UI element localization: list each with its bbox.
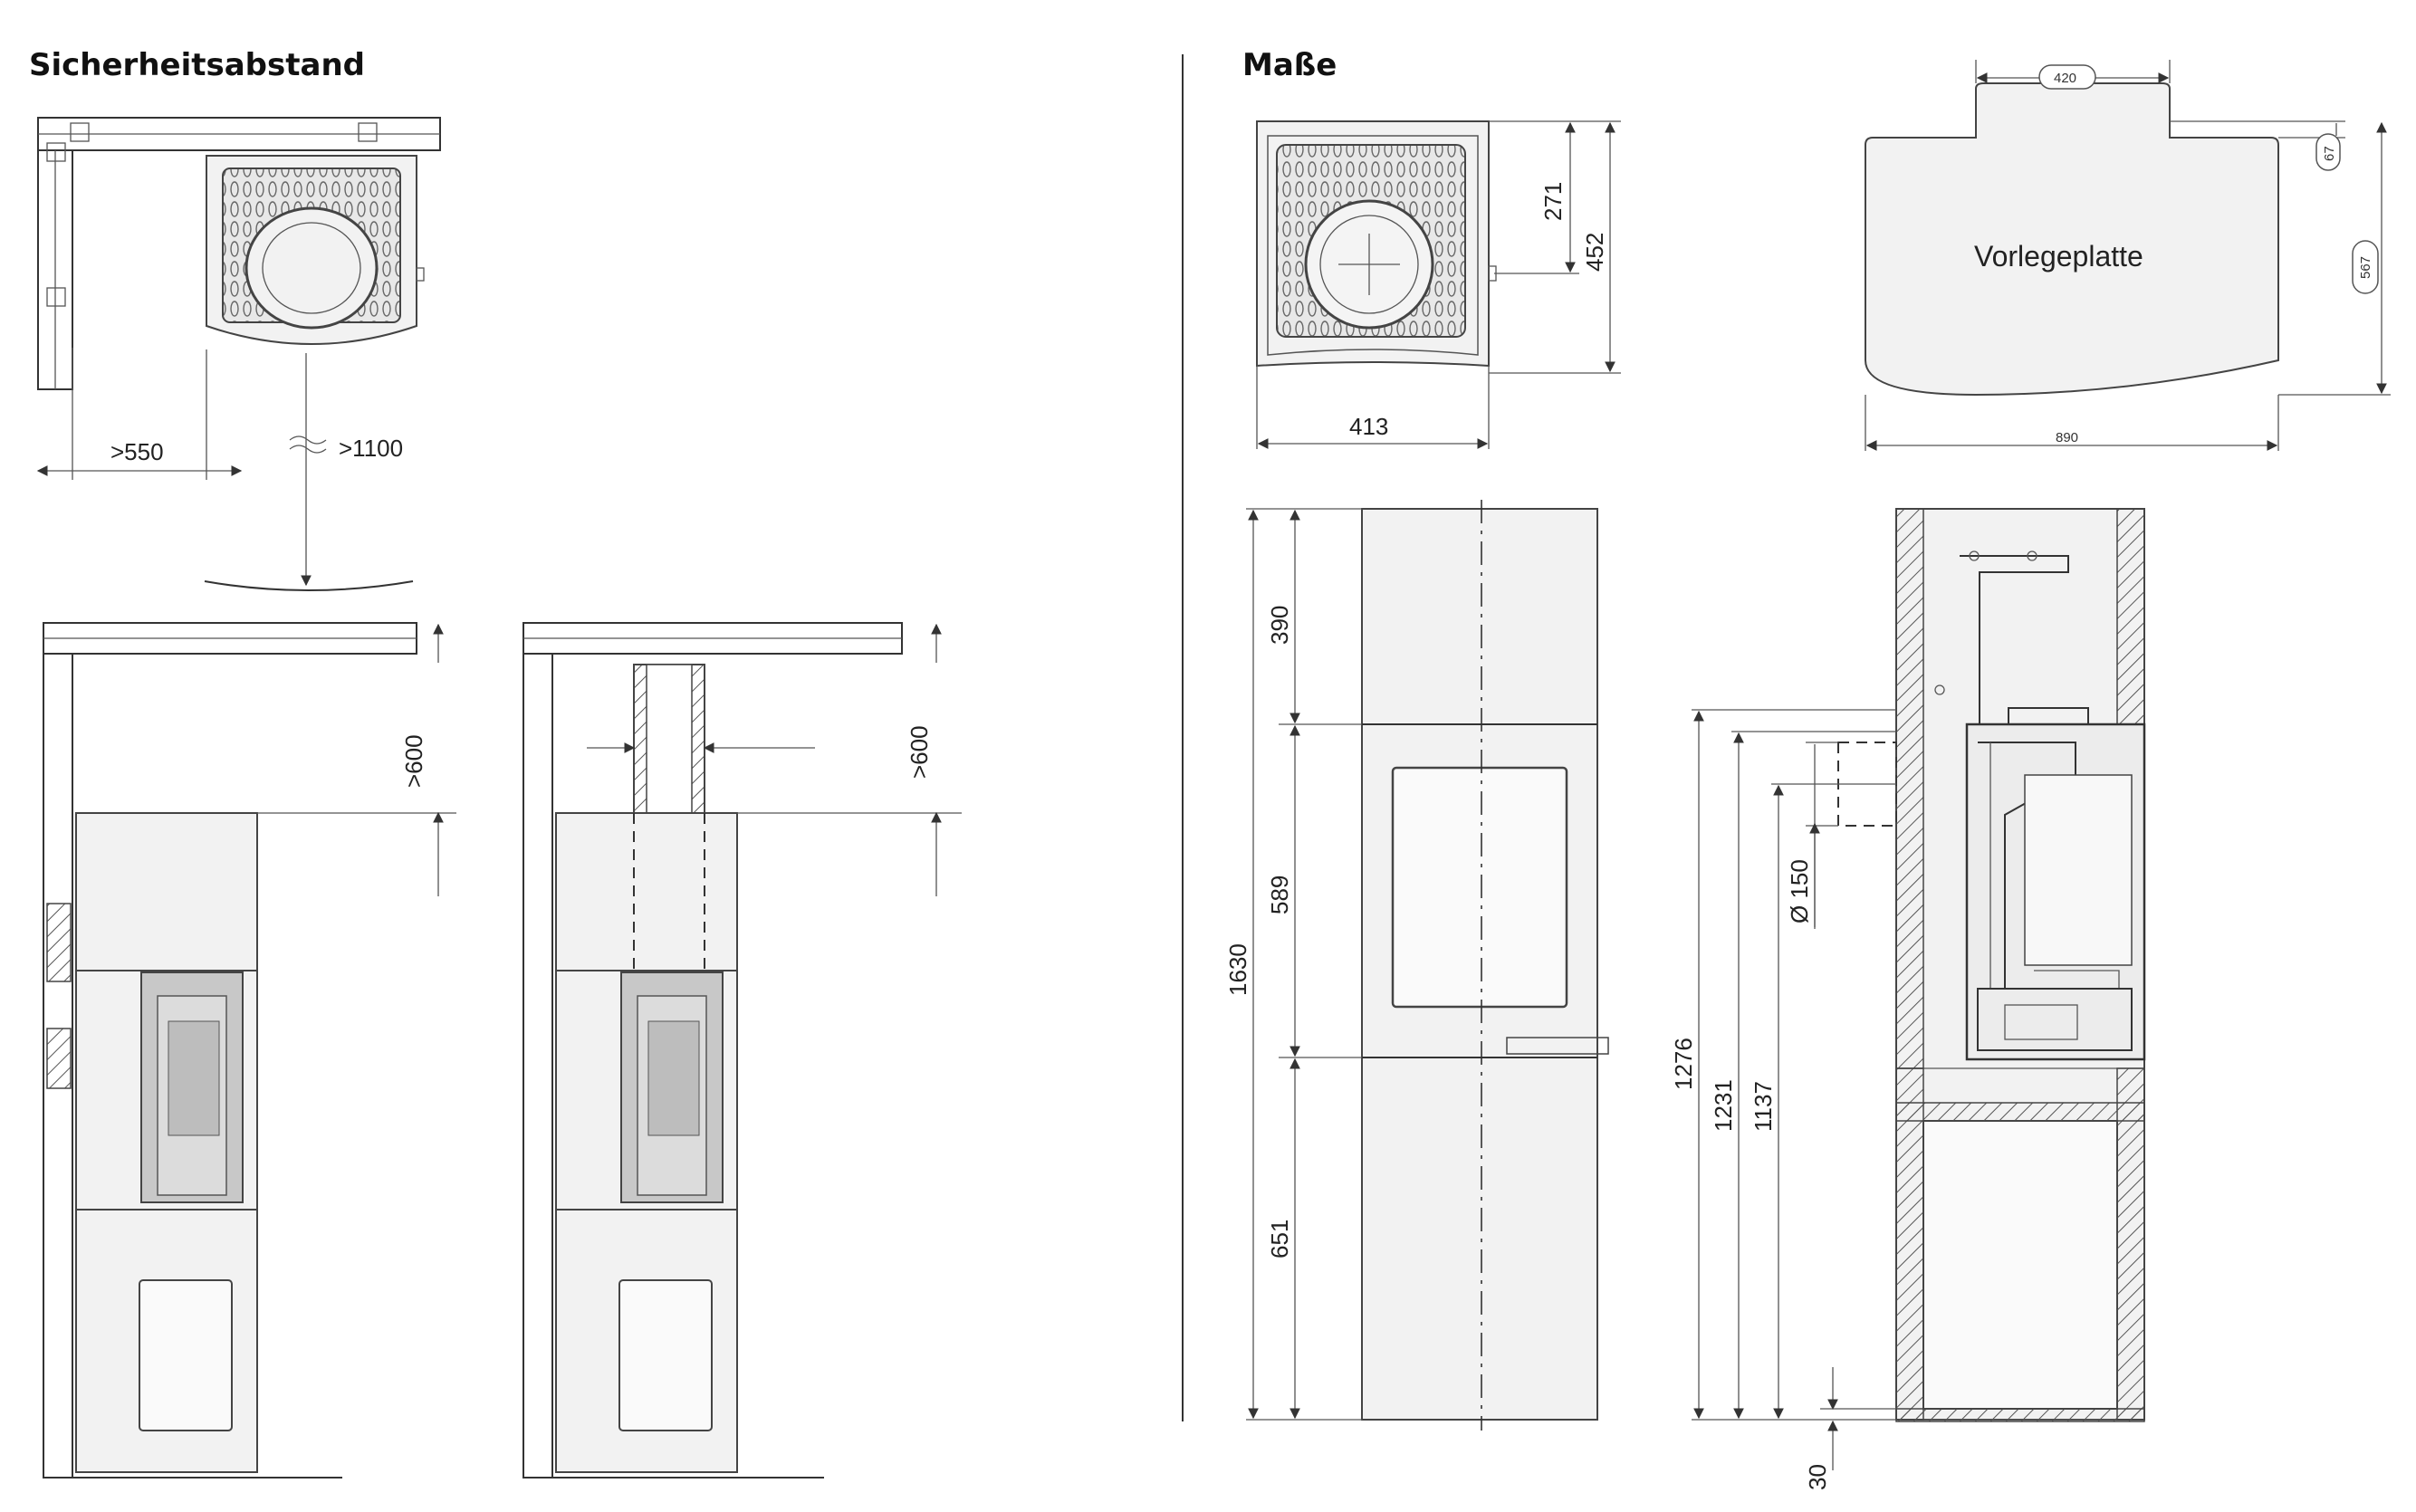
total-height-label: 1630: [1224, 943, 1251, 996]
front-elevation: 1630 390 589 651: [1224, 500, 1609, 1431]
safety-front-view-b: >600: [523, 622, 962, 1479]
flue-diameter-label: Ø 150: [1786, 859, 1813, 923]
top-section-label: 390: [1266, 606, 1293, 645]
width-label: 413: [1349, 413, 1388, 440]
side-clearance-label: >550: [110, 438, 164, 465]
safety-front-view-a: >600: [43, 622, 456, 1479]
base-height-label: 30: [1804, 1464, 1831, 1490]
middle-section-label: 589: [1266, 876, 1293, 914]
dimensions-title: Maße: [1242, 47, 1337, 83]
depth-label: 452: [1581, 233, 1608, 272]
section-view: 1276 1231 1137 Ø 150 30: [1670, 508, 2146, 1490]
bottom-section-label: 651: [1266, 1220, 1293, 1258]
floor-plate-label: Vorlegeplatte: [1974, 240, 2143, 273]
flue-offset-label: 271: [1539, 182, 1567, 221]
plate-width-label: 890: [2056, 430, 2078, 445]
dimensions-top-view: 413 271 452: [1256, 120, 1621, 449]
front-clearance-label: >1100: [339, 435, 403, 462]
top-clearance-a-label: >600: [400, 734, 427, 788]
plate-depth-label: 567: [2358, 256, 2373, 279]
safety-top-view: >550 >1100: [36, 117, 441, 591]
flue-height-3-label: 1137: [1750, 1081, 1777, 1132]
floor-plate-view: Vorlegeplatte 420 890 67 567: [1865, 60, 2391, 451]
safety-distance-title: Sicherheitsabstand: [29, 47, 365, 83]
flue-height-2-label: 1231: [1710, 1079, 1737, 1132]
flue-height-1-label: 1276: [1670, 1038, 1697, 1090]
plate-step-label: 67: [2322, 146, 2337, 161]
top-clearance-b-label: >600: [906, 725, 933, 779]
plate-top-label: 420: [2054, 71, 2076, 86]
